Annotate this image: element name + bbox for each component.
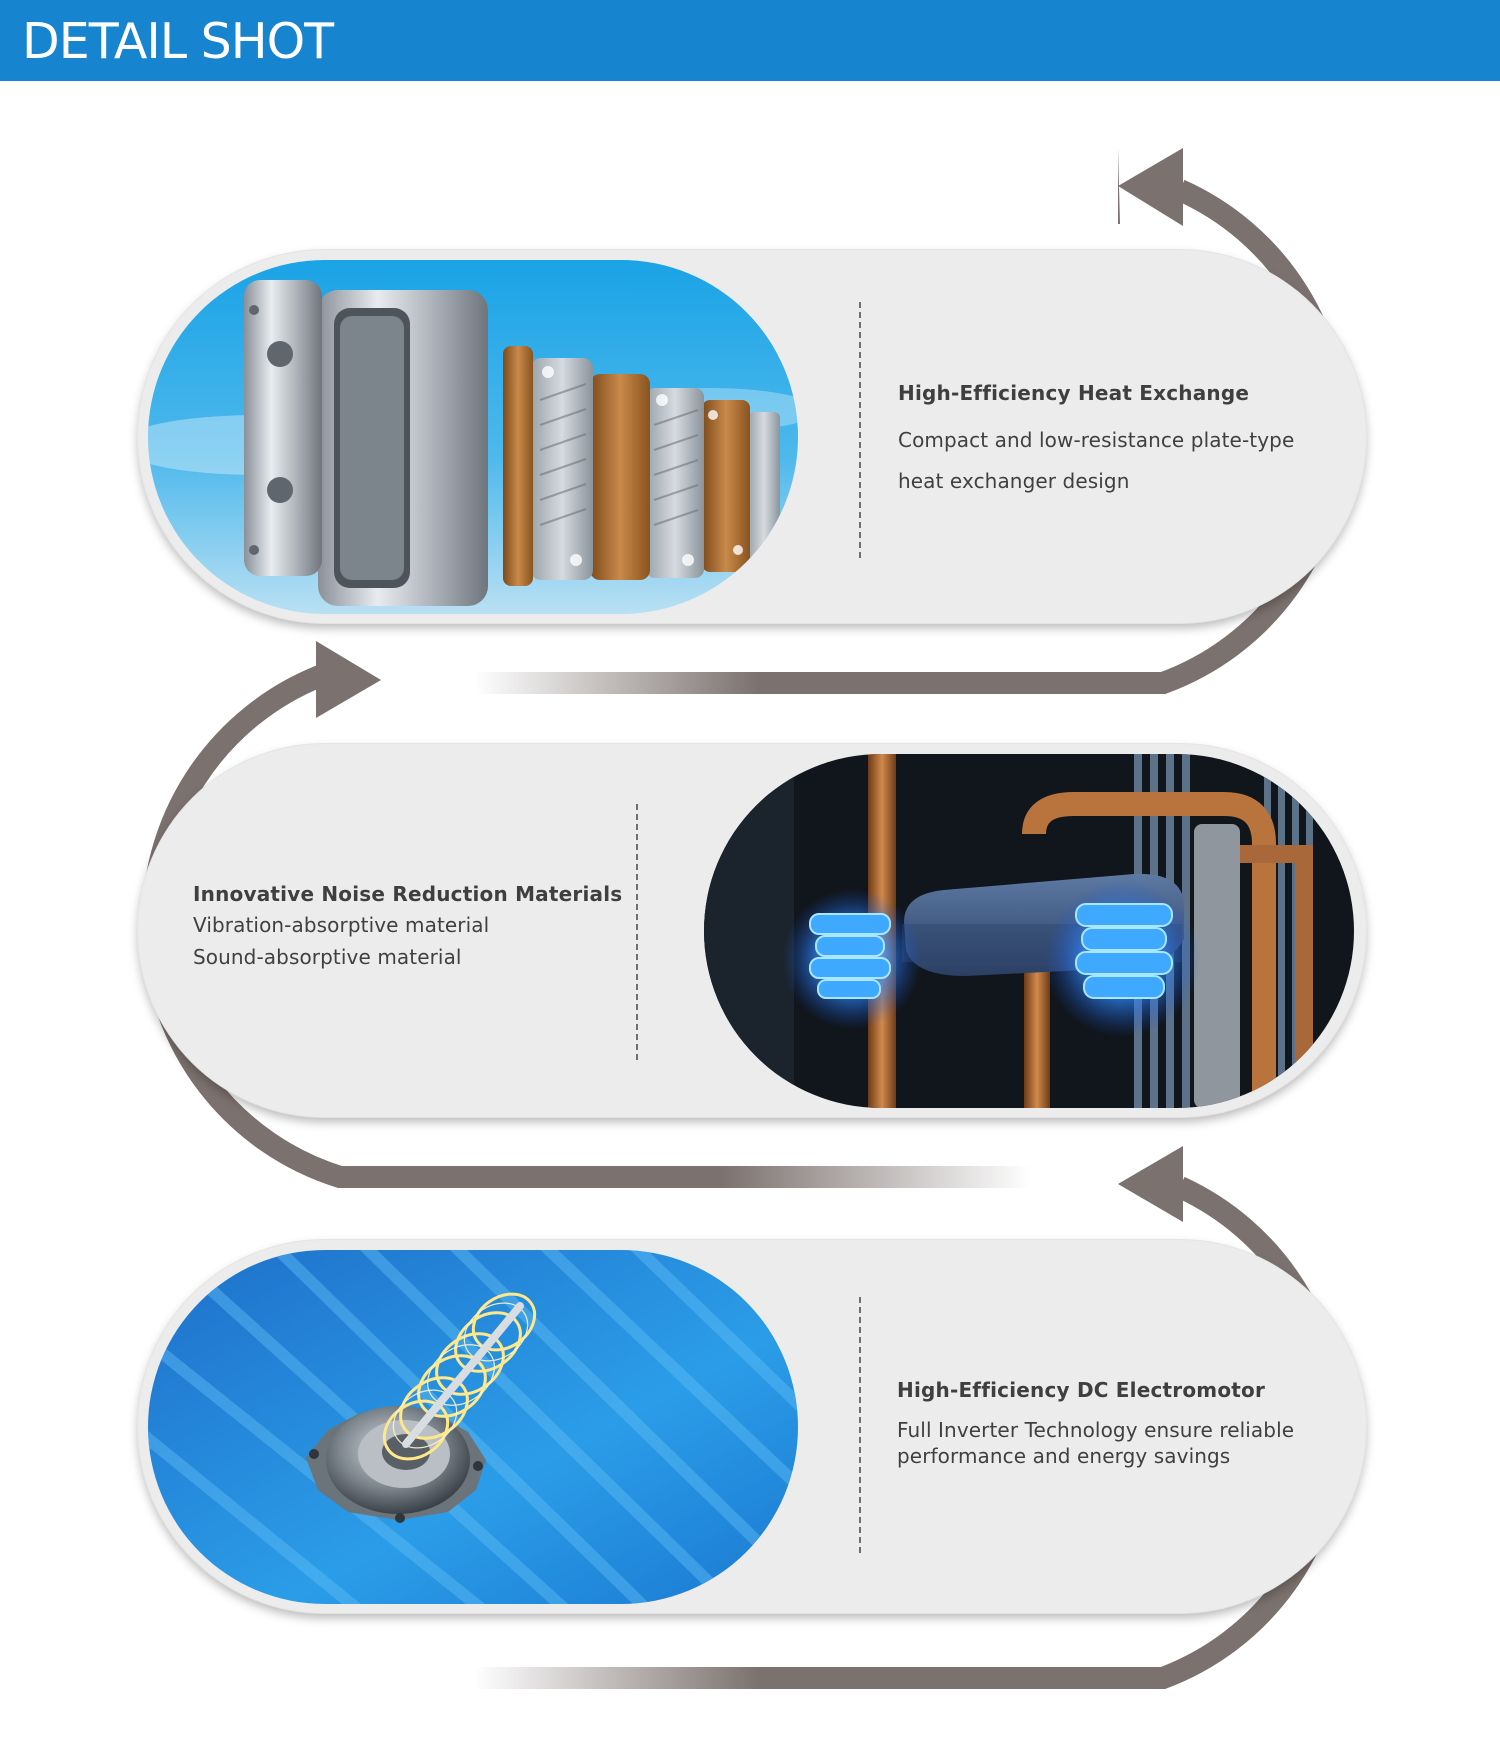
- feature-card-noise-reduction: Innovative Noise Reduction Materials Vib…: [138, 744, 1366, 1117]
- feature-title: High-Efficiency Heat Exchange: [898, 381, 1250, 405]
- feature-desc-line: Sound-absorptive material: [193, 945, 462, 969]
- feature-desc-line: Vibration-absorptive material: [193, 913, 490, 937]
- feature-card-heat-exchange: High-Efficiency Heat Exchange Compact an…: [138, 250, 1366, 623]
- compressor-damping-image: [704, 754, 1354, 1108]
- plate-heat-exchanger-image: [148, 260, 798, 614]
- dashed-divider: [859, 1297, 861, 1553]
- dc-motor-image: [148, 1250, 798, 1604]
- feature-title: Innovative Noise Reduction Materials: [193, 882, 623, 906]
- feature-desc-line: Compact and low-resistance plate-type: [898, 428, 1295, 452]
- feature-text-noise-reduction: Innovative Noise Reduction Materials Vib…: [193, 879, 633, 973]
- feature-desc-line: heat exchanger design: [898, 469, 1130, 493]
- page-title: DETAIL SHOT: [22, 13, 334, 70]
- feature-desc-line: performance and energy savings: [897, 1444, 1231, 1468]
- feature-title: High-Efficiency DC Electromotor: [897, 1378, 1266, 1402]
- dashed-divider: [636, 804, 638, 1060]
- feature-desc-line: Full Inverter Technology ensure reliable: [897, 1418, 1295, 1442]
- feature-text-dc-motor: High-Efficiency DC Electromotor Full Inv…: [897, 1375, 1337, 1469]
- header-bar: DETAIL SHOT: [0, 0, 1500, 81]
- dashed-divider: [859, 302, 861, 558]
- feature-text-heat-exchange: High-Efficiency Heat Exchange Compact an…: [898, 378, 1338, 502]
- feature-card-dc-motor: High-Efficiency DC Electromotor Full Inv…: [138, 1240, 1366, 1613]
